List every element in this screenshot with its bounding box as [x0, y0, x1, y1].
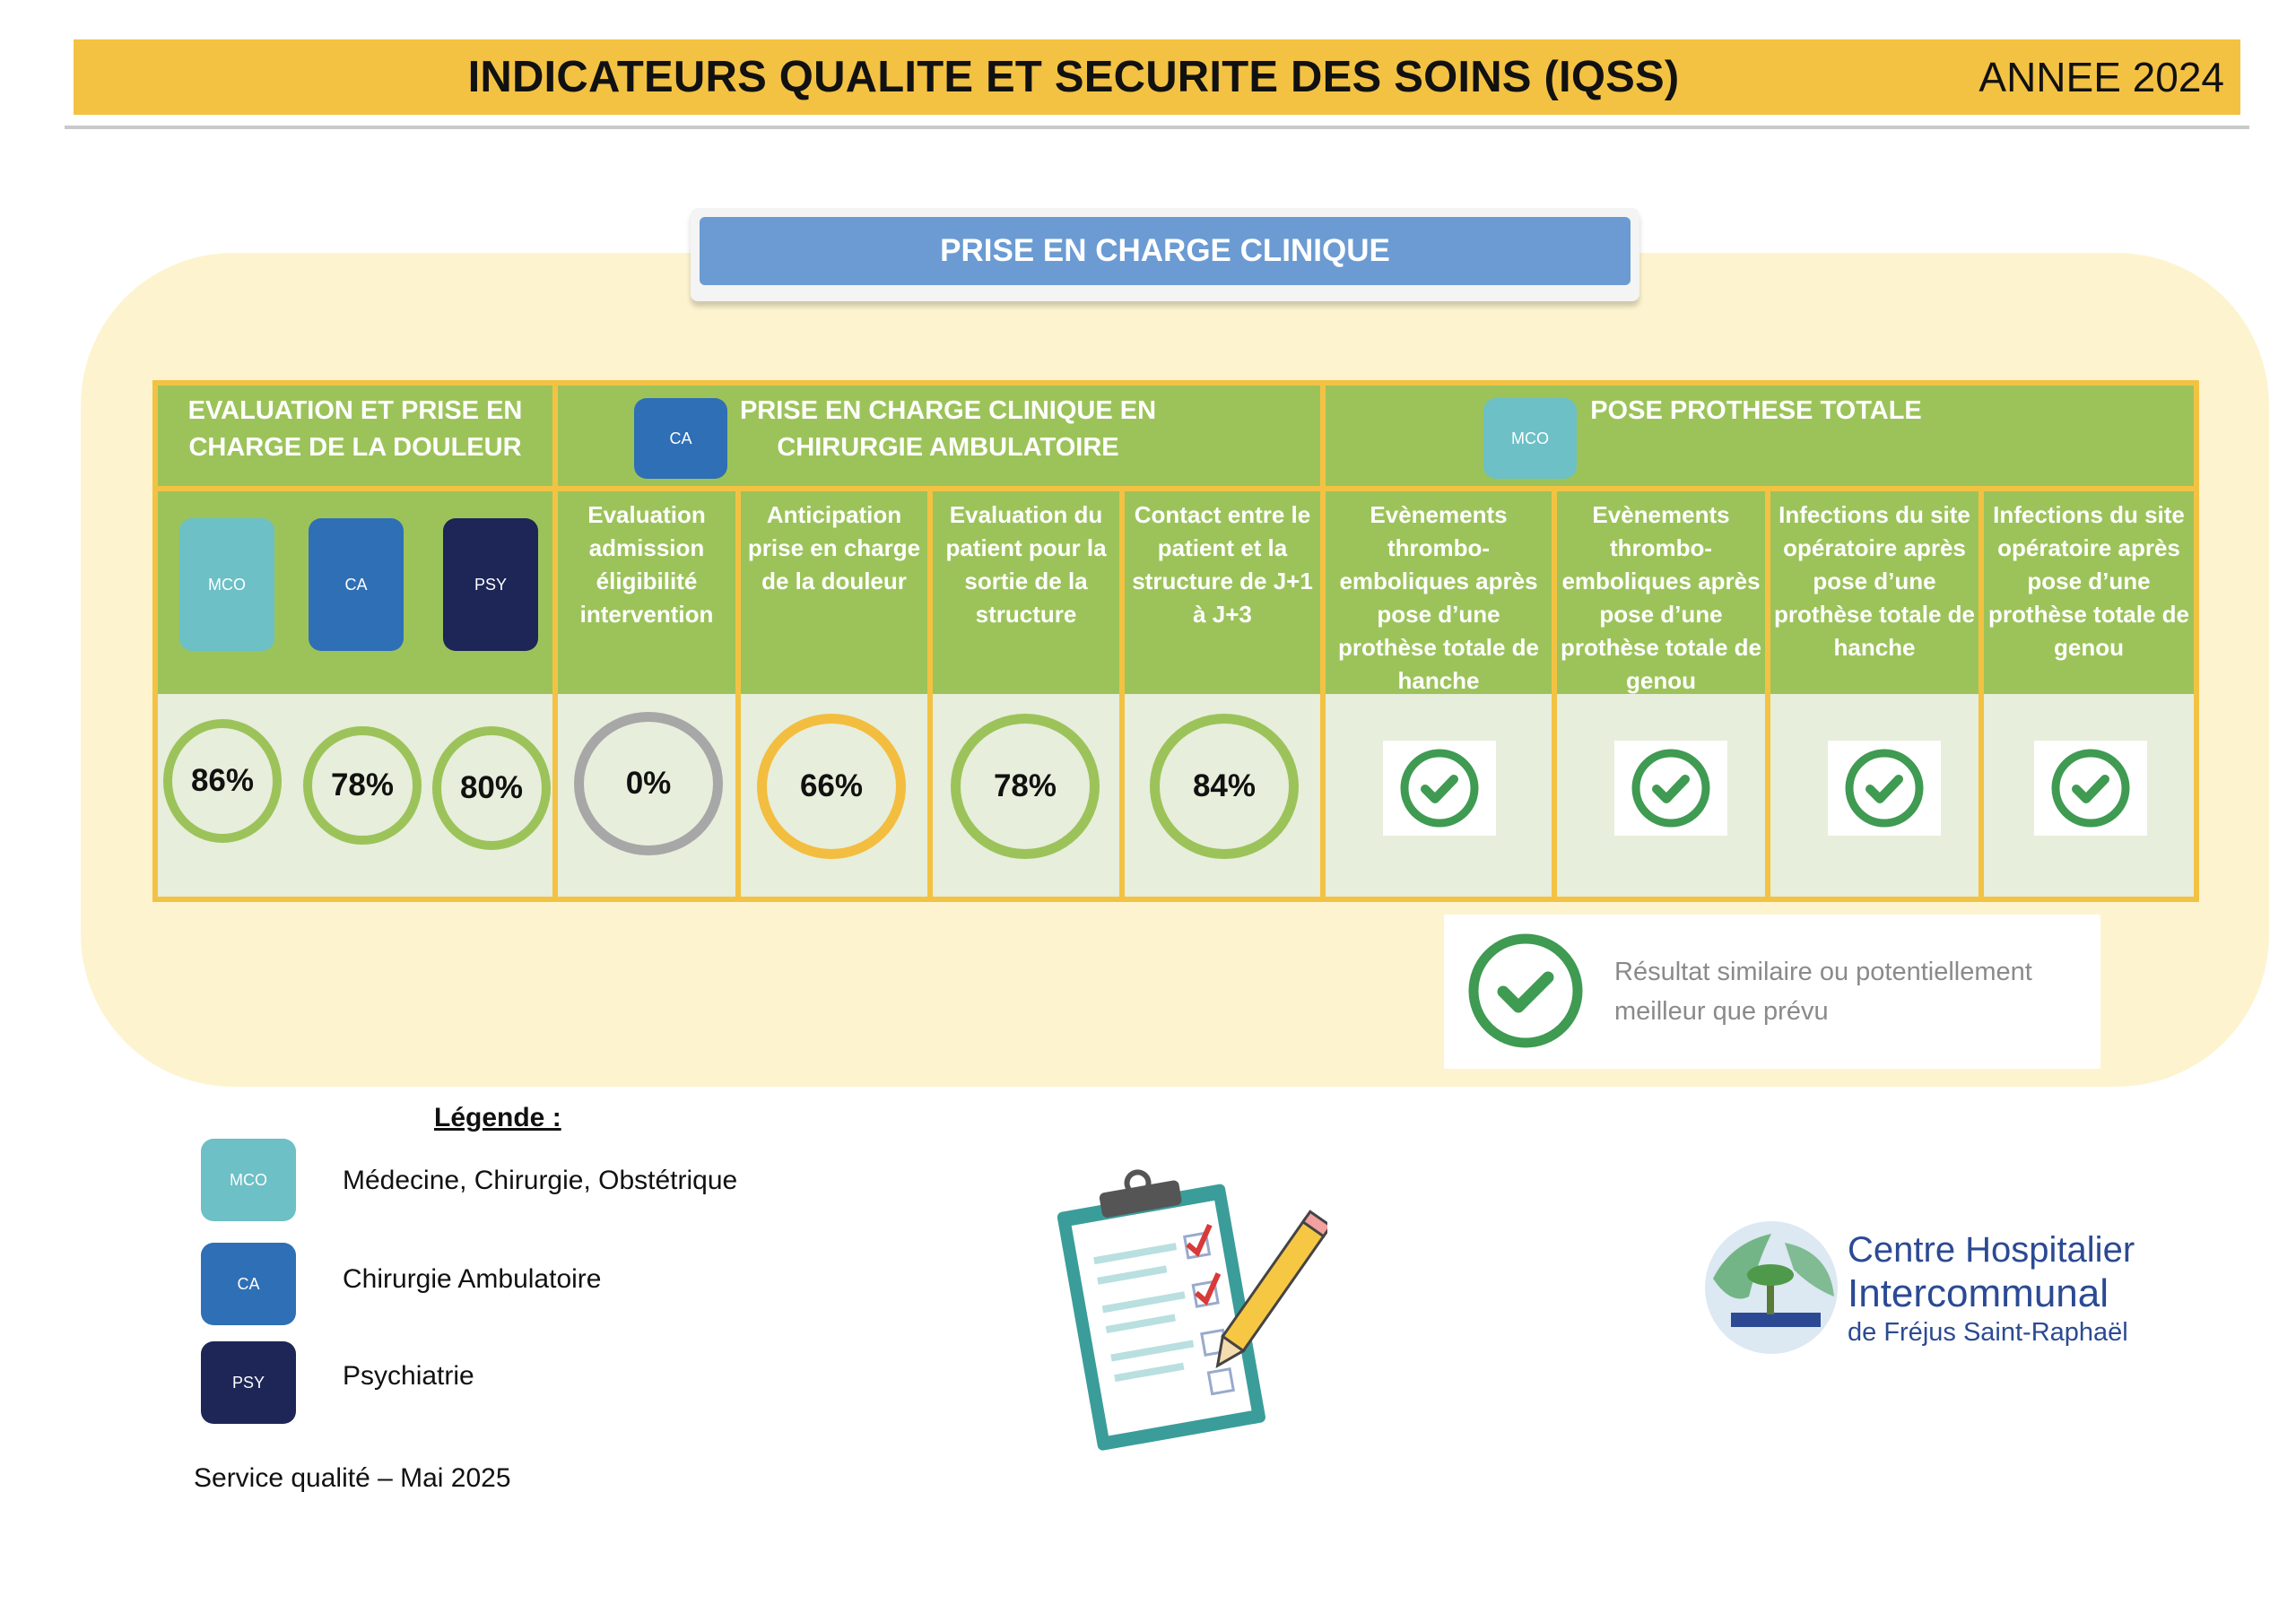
score-value: 66% [799, 768, 864, 803]
badge-psy: PSY [443, 518, 538, 651]
value-cell-amb2: 66% [741, 694, 927, 897]
value-cell-amb1: 0% [558, 694, 735, 897]
group-header-pain: EVALUATION ET PRISE EN CHARGE DE LA DOUL… [158, 386, 552, 486]
legend-title: Légende : [434, 1103, 561, 1132]
score-ring-pain-psy: 80% [432, 726, 551, 850]
score-ring-amb4: 84% [1150, 714, 1299, 859]
page-title: INDICATEURS QUALITE ET SECURITE DES SOIN… [467, 53, 1680, 101]
indicator-header-pros4: Infections du site opératoire après pose… [1984, 491, 2194, 694]
legend-badge-mco: MCO [201, 1139, 296, 1221]
value-cell-pros3 [1770, 694, 1979, 897]
badge-mco: MCO [179, 518, 274, 651]
hospital-logo-icon [1705, 1221, 1838, 1354]
year-label: ANNEE 2024 [1979, 54, 2224, 100]
value-cell-pros2 [1557, 694, 1765, 897]
value-cell-amb4: 84% [1125, 694, 1320, 897]
check-icon [2034, 741, 2147, 836]
result-note-text: Résultat similaire ou potentiellement me… [1614, 958, 2032, 1026]
score-value: 0% [625, 766, 672, 801]
indicator-header-amb3: Evaluation du patient pour la sortie de … [933, 491, 1119, 694]
result-note-box [1444, 915, 2100, 1069]
legend-label-mco: Médecine, Chirurgie, Obstétrique [343, 1166, 738, 1195]
hospital-name-line1: Centre Hospitalier [1848, 1230, 2135, 1270]
pain-badges-cell: MCO CA PSY [158, 491, 552, 694]
group-header-ambulatory-label: PRISE EN CHARGE CLINIQUE EN CHIRURGIE AM… [739, 396, 1157, 462]
indicator-header-pros3: Infections du site opératoire après pose… [1770, 491, 1979, 694]
indicator-header-amb2: Anticipation prise en charge de la doule… [741, 491, 927, 694]
legend-label-ca: Chirurgie Ambulatoire [343, 1264, 602, 1294]
group-header-prosthesis-label: POSE PROTHESE TOTALE [1590, 396, 1922, 425]
check-icon [1383, 741, 1496, 836]
score-ring-pain-ca: 78% [303, 726, 422, 845]
value-cell-pros4 [1984, 694, 2194, 897]
legend-badge-ca: CA [201, 1243, 296, 1325]
score-value: 84% [1192, 768, 1257, 803]
group-header-ambulatory: CA PRISE EN CHARGE CLINIQUE EN CHIRURGIE… [558, 386, 1320, 486]
header-frame [65, 30, 2249, 129]
score-ring-amb1: 0% [574, 712, 723, 855]
indicator-header-amb4: Contact entre le patient et la structure… [1125, 491, 1320, 694]
score-value: 78% [330, 768, 395, 802]
group-header-pain-label: EVALUATION ET PRISE EN CHARGE DE LA DOUL… [187, 396, 523, 462]
score-ring-amb3: 78% [951, 714, 1100, 859]
check-icon [1468, 933, 1583, 1048]
hospital-name-line3: de Fréjus Saint-Raphaël [1848, 1318, 2128, 1347]
badge-ca: CA [309, 518, 404, 651]
hospital-name-line2: Intercommunal [1848, 1271, 2109, 1315]
hospital-name: Centre Hospitalier Intercommunal de Fréj… [1848, 1228, 2224, 1349]
score-value: 78% [993, 768, 1057, 803]
indicator-table: EVALUATION ET PRISE EN CHARGE DE LA DOUL… [152, 380, 2199, 902]
value-cell-amb3: 78% [933, 694, 1119, 897]
indicator-header-pros1: Evènements thrombo-emboliques après pose… [1326, 491, 1552, 694]
check-icon [1828, 741, 1941, 836]
group-header-prosthesis: MCO POSE PROTHESE TOTALE [1326, 386, 2194, 486]
legend-badge-psy: PSY [201, 1341, 296, 1424]
value-cell-pros1 [1326, 694, 1552, 897]
badge-ca: CA [634, 398, 727, 479]
score-value: 80% [459, 770, 524, 805]
section-title: PRISE EN CHARGE CLINIQUE [700, 217, 1631, 285]
legend-label-psy: Psychiatrie [343, 1361, 474, 1391]
clipboard-icon [1057, 1169, 1327, 1451]
header-bar [74, 39, 2240, 115]
score-ring-pain-mco: 86% [163, 719, 282, 843]
score-value: 86% [190, 763, 255, 798]
score-ring-amb2: 66% [757, 714, 906, 859]
indicator-header-amb1: Evaluation admission éligibilité interve… [558, 491, 735, 694]
indicator-header-pros2: Evènements thrombo-emboliques après pose… [1557, 491, 1765, 694]
footer-note: Service qualité – Mai 2025 [194, 1463, 511, 1493]
badge-mco: MCO [1483, 398, 1577, 479]
pain-values-cell: 86% 78% 80% [158, 694, 552, 897]
check-icon [1614, 741, 1727, 836]
